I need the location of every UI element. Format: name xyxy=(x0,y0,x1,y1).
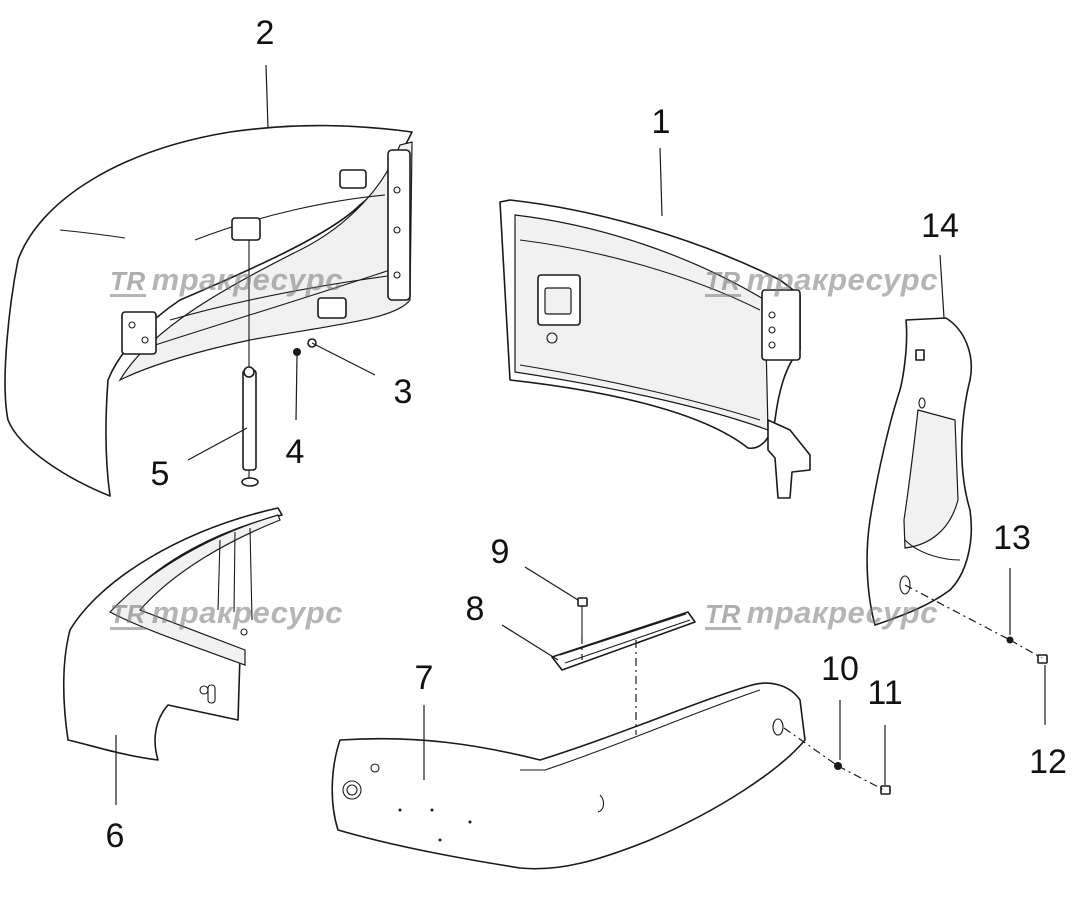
part-11-bolt xyxy=(880,785,891,795)
callout-14: 14 xyxy=(921,207,959,245)
callout-7: 7 xyxy=(414,659,434,697)
part-2-hood xyxy=(4,124,413,497)
callout-1: 1 xyxy=(651,103,671,141)
part-5-gas-strut xyxy=(241,240,259,487)
part-6-lower-side-panel xyxy=(62,507,283,761)
watermark-logo: TR xyxy=(110,266,146,297)
callout-4: 4 xyxy=(285,433,305,471)
callout-2: 2 xyxy=(255,14,275,52)
watermark-text: тракресурс xyxy=(746,595,938,630)
part-7-base xyxy=(331,682,806,870)
part-1-front-panel xyxy=(499,199,811,499)
callout-9: 9 xyxy=(490,533,510,571)
callout-13: 13 xyxy=(993,519,1031,557)
part-14-side-panel xyxy=(866,317,973,626)
part-12-bolt xyxy=(1037,654,1048,664)
callout-5: 5 xyxy=(150,455,170,493)
watermark-logo: TR xyxy=(705,599,741,630)
watermark-logo: TR xyxy=(705,266,741,297)
callout-10: 10 xyxy=(821,650,859,688)
callout-6: 6 xyxy=(105,817,125,855)
watermark-text: тракресурс xyxy=(151,595,343,630)
callout-12: 12 xyxy=(1029,743,1067,781)
callout-3: 3 xyxy=(393,373,413,411)
part-4-nut xyxy=(293,348,301,356)
callout-11: 11 xyxy=(867,674,903,712)
callout-8: 8 xyxy=(465,590,485,628)
leader-lines xyxy=(115,64,1046,805)
part-8-step xyxy=(551,611,696,671)
watermark-text: тракресурс xyxy=(746,262,938,297)
part-9-bolt xyxy=(577,597,588,636)
watermark-text: тракресурс xyxy=(151,262,343,297)
watermark-logo: TR xyxy=(110,599,146,630)
